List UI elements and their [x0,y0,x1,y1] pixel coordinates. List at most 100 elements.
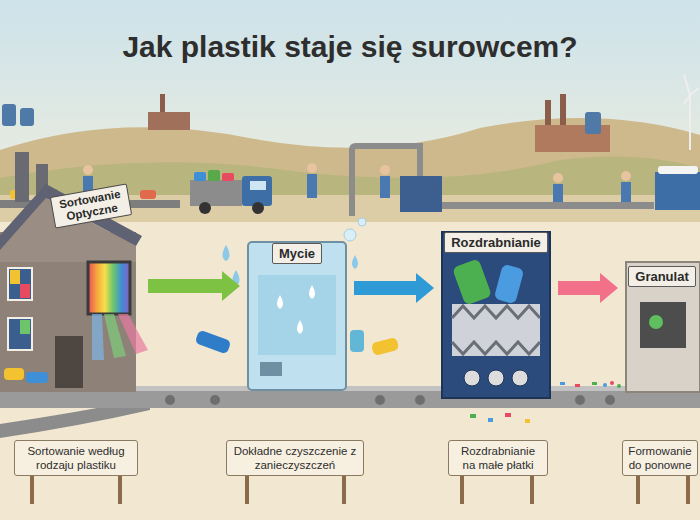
bottle [4,368,24,380]
granule [610,381,614,385]
body [553,184,563,202]
flake [470,414,476,418]
water-tank [258,275,336,355]
flake [575,384,580,387]
truck [190,170,272,214]
flake [488,418,493,422]
bottle [194,172,206,181]
body [380,176,390,198]
granulator-node: Granulat [624,258,700,398]
outlet [488,370,504,386]
bottle [208,170,220,181]
pane [10,270,20,284]
wheel [252,202,264,214]
flake [525,419,530,423]
flow-arrow [558,273,618,303]
washing-node: Mycie [246,238,348,398]
window [8,318,32,350]
step-sign: Rozdrabnianie na małe płatki [448,440,548,476]
arrow-head [600,273,618,303]
drop [352,255,358,269]
roller [375,395,385,405]
arrow-shaft [148,279,222,293]
shredder [442,232,597,423]
granule [603,383,607,387]
truck [655,172,700,210]
bottle [26,372,48,383]
turbine-blades [684,75,699,104]
vent [260,362,282,376]
washing-machine [195,218,400,390]
machine-body [248,242,346,390]
chimney [545,100,551,125]
drop [277,295,283,309]
head [307,163,317,173]
chimney [160,94,165,112]
bottle [140,190,156,199]
arrow-shaft [558,281,600,295]
light-ray [104,314,126,358]
roof-sign-label: Sortowanie Optyczne [50,183,132,228]
machine-body [442,232,550,398]
teeth [452,342,540,354]
pane [20,320,30,334]
flake [505,413,511,417]
arrow-head [222,271,240,301]
bottle [195,330,232,355]
step-caption: Sortowanie według rodzaju plastiku [19,444,133,472]
head [83,165,93,175]
hill [0,118,700,230]
chimney [15,152,29,202]
head [621,171,631,181]
tank [20,108,34,126]
bottle [350,330,364,352]
granulator [603,262,700,392]
pane [20,284,30,298]
window [8,268,32,300]
step-sign: Formowanie do ponowne [622,440,698,476]
bottle [452,258,492,305]
diagram-title: Jak plastik staje się surowcem? [0,30,700,64]
body [621,182,631,202]
optical-screen [88,262,130,314]
conveyor [442,202,654,209]
roller [165,395,175,405]
wheel [199,202,211,214]
roller [415,395,425,405]
ground [0,222,700,520]
machine [400,176,442,212]
conveyor-belt [0,386,700,438]
machine-label: Mycie [272,243,322,264]
control-panel [640,302,686,348]
bubble [344,229,356,241]
step-caption: Rozdrabnianie na małe płatki [453,444,543,472]
granule [617,384,621,388]
machine-label: Granulat [628,266,695,287]
step-sign: Dokładne czyszczenie z zanieczyszczeń [226,440,364,476]
tank [585,112,601,134]
sorting-house [0,152,148,392]
roller [575,395,585,405]
door [55,336,83,388]
tank [2,104,16,126]
chimney [560,94,566,125]
machine-body [626,262,700,392]
shredder-node: Rozdrabnianie [440,228,552,410]
drop [297,320,303,334]
hills [0,118,700,230]
drop [309,285,315,299]
truck-cab [242,176,272,206]
flow-arrow [148,271,240,301]
machine-label: Rozdrabnianie [444,232,548,253]
truck-window [250,181,266,190]
arrow-head [416,273,434,303]
bottle [222,173,234,181]
shredder-chamber [452,304,540,356]
flake [592,382,597,385]
arrow-shaft [354,281,416,295]
factory [148,112,190,130]
roller [210,395,220,405]
step-sign: Sortowanie według rodzaju plastiku [14,440,138,476]
